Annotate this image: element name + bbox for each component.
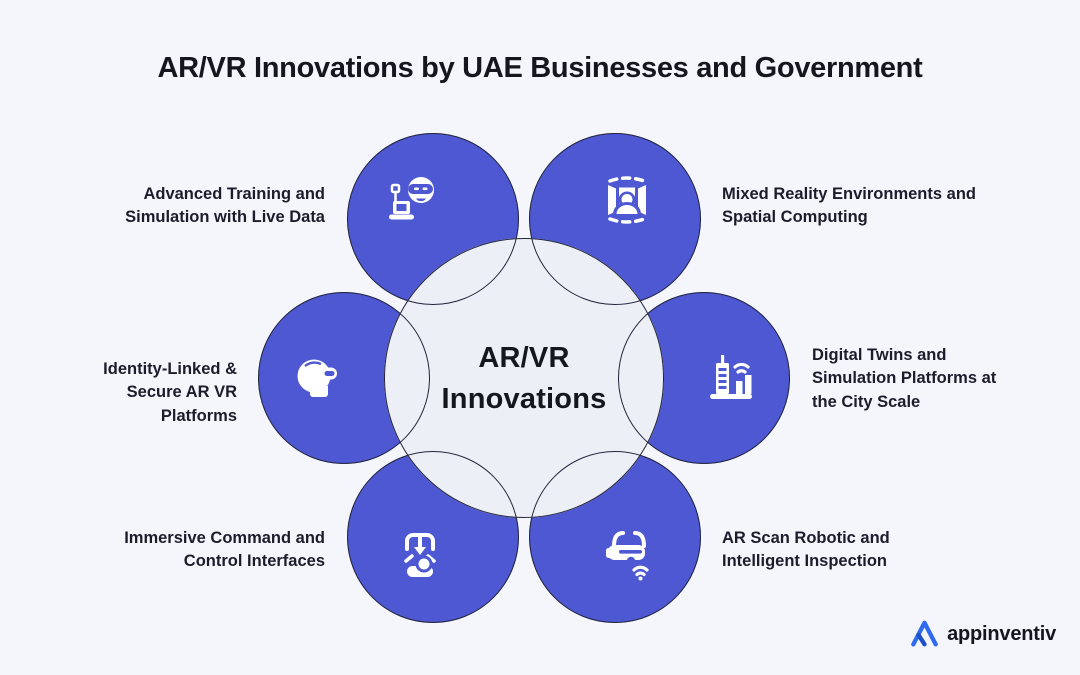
command-control-icon — [388, 520, 452, 584]
label-ar-scan: AR Scan Robotic and Intelligent Inspecti… — [722, 529, 890, 571]
vr-user-laptop-icon — [380, 168, 444, 232]
label-immersive-command: Immersive Command and Control Interfaces — [124, 529, 325, 571]
center-label-line2: Innovations — [441, 383, 607, 416]
label-identity-linked: Identity-Linked & Secure AR VR Platforms — [103, 360, 237, 425]
brand-logo: appinventiv — [909, 619, 1056, 649]
page-title: AR/VR Innovations by UAE Businesses and … — [157, 52, 923, 84]
smart-city-signal-icon — [695, 346, 759, 410]
appinventiv-logo-icon — [911, 620, 938, 647]
center-circle — [384, 238, 664, 518]
label-digital-twins: Digital Twins and Simulation Platforms a… — [812, 346, 997, 411]
label-advanced-training: Advanced Training and Simulation with Li… — [125, 185, 325, 227]
panoramic-screen-icon — [595, 168, 659, 232]
center-label-line1: AR/VR — [478, 342, 570, 374]
center-label: AR/VR Innovations — [384, 338, 664, 420]
brand-logo-text: appinventiv — [947, 622, 1056, 645]
ar-headset-wifi-icon — [594, 520, 658, 584]
label-mixed-reality: Mixed Reality Environments and Spatial C… — [722, 185, 976, 227]
vr-head-profile-icon — [285, 346, 349, 410]
